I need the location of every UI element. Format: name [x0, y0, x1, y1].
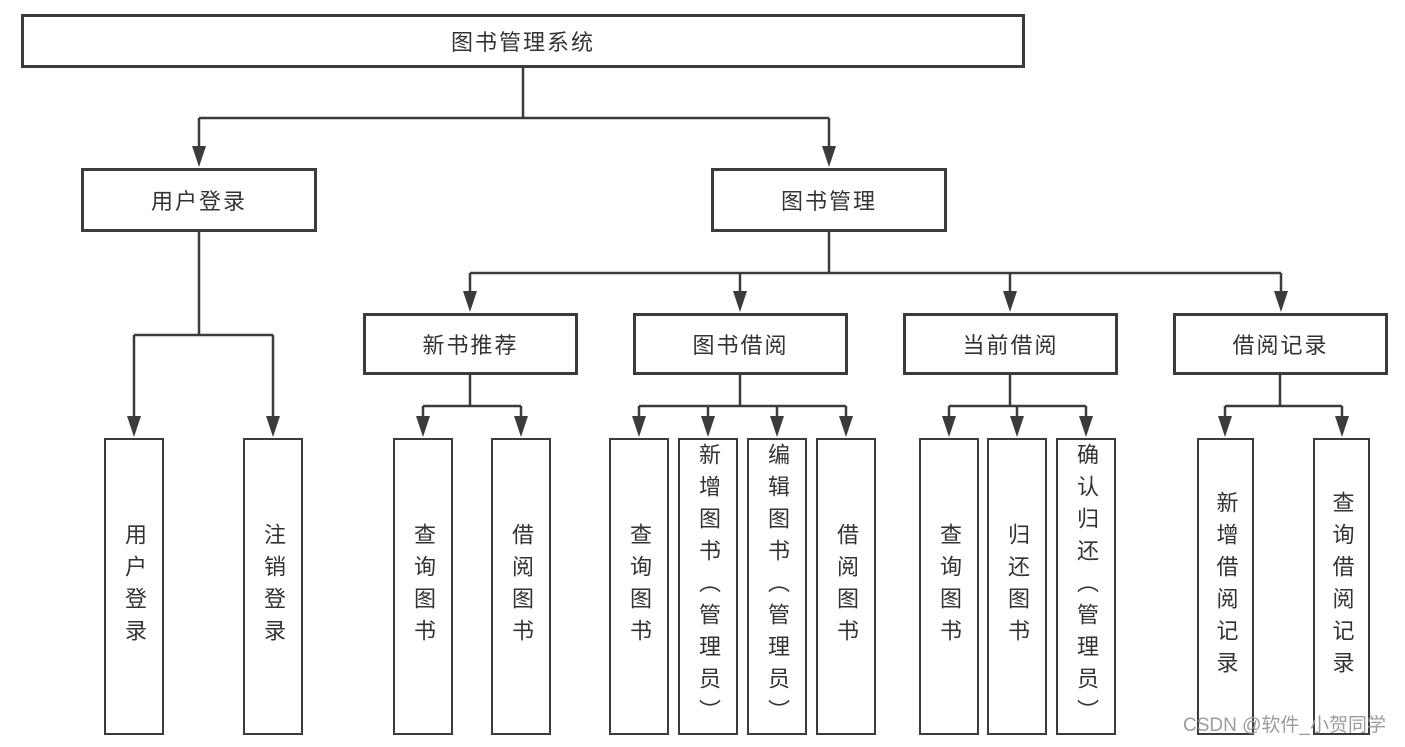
node-label: 图书管理	[780, 189, 877, 214]
leaf-record-add-record: 新增借阅记录	[1197, 438, 1254, 735]
node-label: 用户登录	[150, 189, 247, 214]
leaf-borrow-add-book-admin: 新增图书（管理员）	[678, 438, 738, 735]
node-label: 确认归还（管理员）	[1074, 442, 1099, 731]
node-label: 图书借阅	[692, 333, 789, 358]
node-label: 当前借阅	[962, 333, 1059, 358]
node-label: 新增图书（管理员）	[696, 442, 721, 731]
node-book-management: 图书管理	[711, 168, 947, 232]
node-label: 新书推荐	[422, 333, 519, 358]
leaf-current-confirm-return-admin: 确认归还（管理员）	[1056, 438, 1116, 735]
node-label: 借阅记录	[1232, 333, 1329, 358]
node-book-borrow: 图书借阅	[633, 313, 848, 375]
leaf-borrow-edit-book-admin: 编辑图书（管理员）	[747, 438, 807, 735]
node-label: 新增借阅记录	[1213, 490, 1239, 683]
csdn-watermark: CSDN @软件_小贺同学	[1183, 715, 1386, 736]
node-label: 图书管理系统	[450, 30, 595, 55]
node-label: 查询图书	[411, 522, 436, 651]
node-current-borrow: 当前借阅	[903, 313, 1118, 375]
leaf-newbook-query-book: 查询图书	[393, 438, 453, 735]
leaf-borrow-query-book: 查询图书	[609, 438, 669, 735]
node-label: 归还图书	[1005, 522, 1030, 651]
node-label: 注销登录	[261, 522, 286, 651]
node-label: 借阅图书	[509, 522, 534, 651]
leaf-user-login: 用户登录	[104, 438, 164, 735]
node-label: 查询图书	[627, 522, 652, 651]
node-label: 借阅图书	[834, 522, 859, 651]
node-label: 用户登录	[122, 522, 147, 651]
node-label: 查询借阅记录	[1329, 490, 1355, 683]
leaf-current-query-book: 查询图书	[919, 438, 979, 735]
node-borrow-record: 借阅记录	[1173, 313, 1388, 375]
node-root-library-system: 图书管理系统	[21, 14, 1025, 68]
node-new-book-recommend: 新书推荐	[363, 313, 578, 375]
node-label: 查询图书	[937, 522, 962, 651]
node-label: 编辑图书（管理员）	[765, 442, 790, 731]
leaf-borrow-borrow-book: 借阅图书	[816, 438, 876, 735]
node-user-login: 用户登录	[81, 168, 317, 232]
leaf-logout: 注销登录	[243, 438, 303, 735]
leaf-current-return-book: 归还图书	[987, 438, 1047, 735]
leaf-newbook-borrow-book: 借阅图书	[491, 438, 551, 735]
leaf-record-query-record: 查询借阅记录	[1313, 438, 1370, 735]
